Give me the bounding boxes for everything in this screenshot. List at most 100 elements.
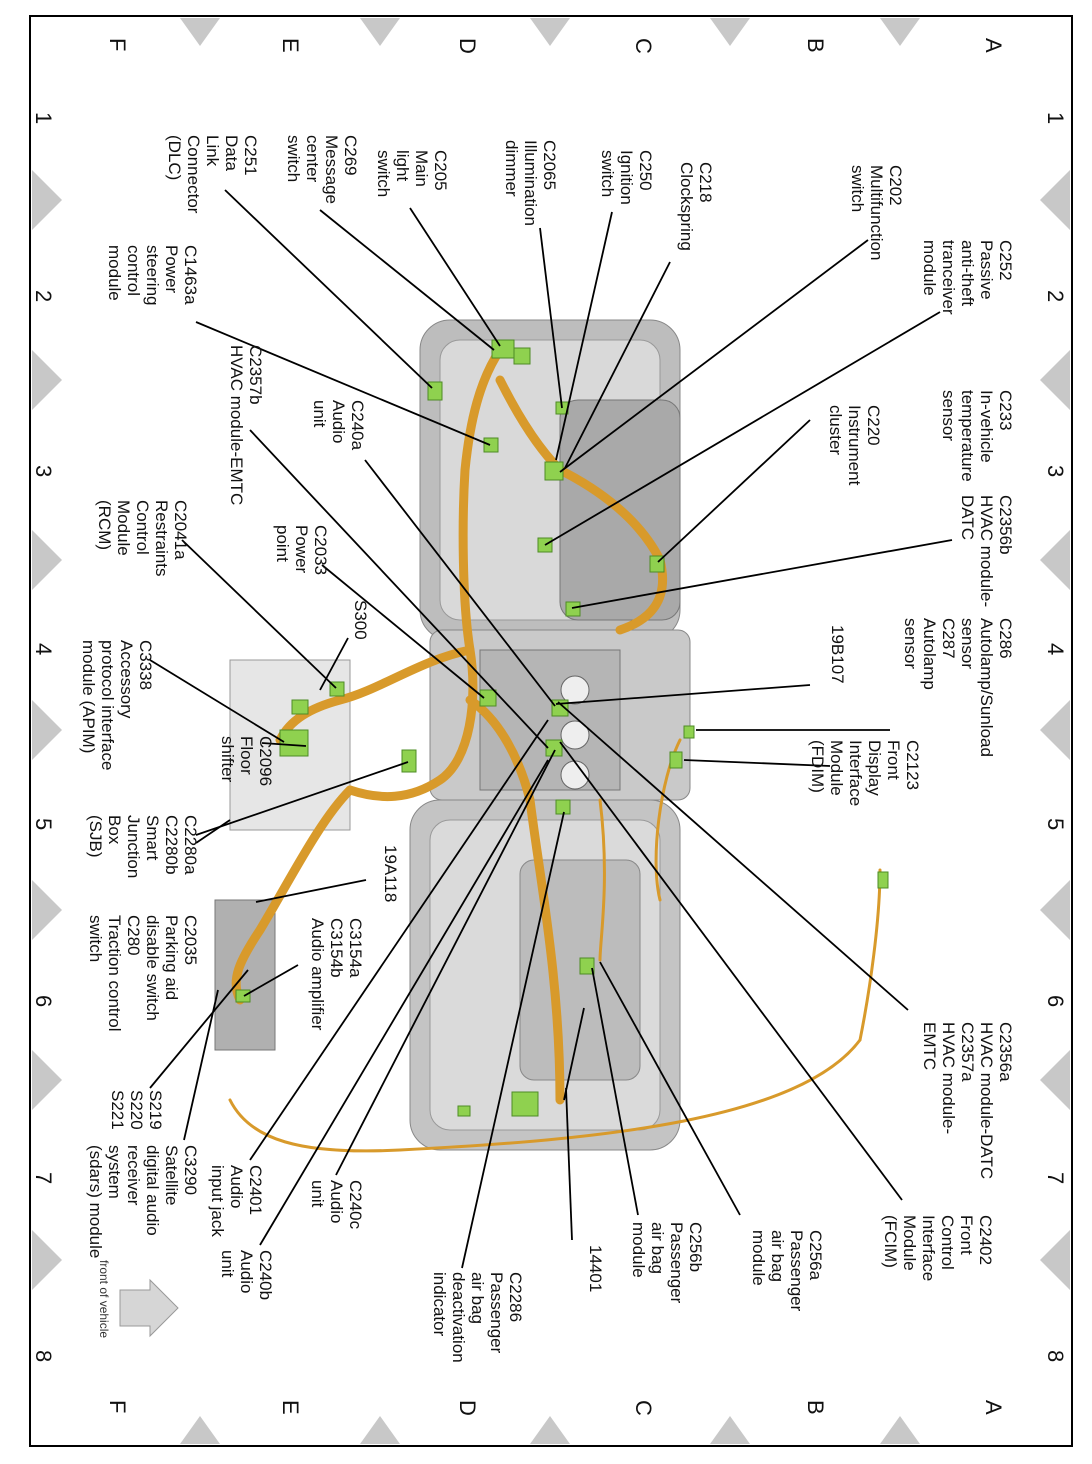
- c2280-line-1: C2280b: [162, 815, 181, 875]
- c2286-line-4: indicator: [430, 1272, 449, 1337]
- callout-c256a: C256a Passenger air bag module: [749, 1230, 825, 1312]
- c2041a-line-3: Module: [114, 500, 133, 556]
- c256a-line-1: Passenger: [787, 1230, 806, 1312]
- c202-line-2: switch: [848, 165, 867, 212]
- c2402-line-5: (FCIM): [881, 1215, 900, 1268]
- c269-line-2: center: [303, 135, 322, 183]
- callout-c2041a: C2041a Restraints Control Module (RCM): [95, 500, 190, 577]
- c240a-line-1: Audio: [329, 400, 348, 443]
- s219-line-0: S219: [146, 1090, 165, 1130]
- c286-line-1: Autolamp/Sunload: [977, 618, 996, 757]
- c250-line-0: C250: [636, 150, 655, 191]
- c251-line-4: (DLC): [165, 135, 184, 180]
- c3290-line-1: Satellite: [162, 1145, 181, 1205]
- c205-line-1: Main: [412, 150, 431, 187]
- callout-19b107: 19B107: [828, 625, 847, 684]
- callout-c233: C233 In-vehicle temperature sensor: [939, 390, 1015, 482]
- c233-line-1: In-vehicle: [977, 390, 996, 463]
- grid-markers: [32, 18, 1070, 1444]
- c252-line-4: module: [920, 240, 939, 296]
- callout-s300: S300: [351, 600, 370, 640]
- c1463a-line-4: module: [105, 245, 124, 301]
- c2280-line-2: Smart: [143, 815, 162, 861]
- c3154-line-0: C3154a: [346, 918, 365, 978]
- c2096-line-0: C2096: [256, 736, 275, 786]
- grid-num-5-right: 5: [1043, 818, 1068, 830]
- callout-c3338: C3338 Accessory protocol interface modul…: [79, 640, 155, 770]
- c2065-line-1: Illumination: [521, 140, 540, 226]
- c250-line-1: Ignition: [617, 150, 636, 205]
- c2123-line-5: (FDIM): [808, 740, 827, 793]
- c251-line-3: Connector: [184, 135, 203, 214]
- grid-num-8-right: 8: [1043, 1350, 1068, 1362]
- grid-letter-d-top: D: [455, 38, 480, 54]
- c256a-line-0: C256a: [806, 1230, 825, 1281]
- grid-letter-a-bottom: A: [981, 1400, 1006, 1415]
- c1463a-line-0: C1463a: [181, 245, 200, 305]
- c2356b-line-1: HVAC module-: [977, 495, 996, 607]
- c2286-line-1: Passenger: [487, 1272, 506, 1354]
- callout-s219: S219 S220 S221: [108, 1090, 165, 1130]
- c2356a-line-0: C2356a: [996, 1022, 1015, 1082]
- grid-num-4-right: 4: [1043, 643, 1068, 655]
- c2123-line-2: Display: [865, 740, 884, 796]
- c2123-line-3: Interface: [846, 740, 865, 806]
- leader-lines: [149, 189, 953, 1269]
- callout-c3290: C3290 Satellite digital audio receiver s…: [86, 1145, 200, 1258]
- callout-c2096: C2096 Floor shifter: [218, 736, 275, 786]
- front-of-vehicle-indicator: front of vehicle: [97, 1260, 179, 1338]
- c240c-line-2: unit: [308, 1180, 327, 1208]
- c1463a-line-3: control: [124, 245, 143, 296]
- grid-num-1-right: 1: [1043, 112, 1068, 124]
- c252-line-0: C252: [996, 240, 1015, 281]
- callout-c2402: C2402 Front Control Interface Module (FC…: [881, 1215, 995, 1281]
- grid-letter-c-top: C: [631, 38, 656, 54]
- grid-letter-d-bottom: D: [455, 1400, 480, 1416]
- grid-num-7-right: 7: [1043, 1172, 1068, 1184]
- c2401-line-2: input jack: [208, 1165, 227, 1237]
- callout-c2401: C2401 Audio input jack: [208, 1165, 265, 1237]
- callout-c2280: C2280a C2280b Smart Junction Box (SJB): [86, 815, 200, 878]
- c233-line-3: sensor: [939, 390, 958, 441]
- callout-c250: C250 Ignition switch: [598, 150, 655, 205]
- grid-letter-f-bottom: F: [105, 1400, 130, 1413]
- c3338-line-1: Accessory: [117, 640, 136, 719]
- c2280-line-4: Box: [105, 815, 124, 845]
- 19a118-line-0: 19A118: [381, 845, 400, 902]
- c3154-line-2: Audio amplifier: [308, 918, 327, 1031]
- c2356b-line-2: DATC: [958, 495, 977, 540]
- c220-line-1: Instrument: [845, 405, 864, 486]
- c2041a-line-1: Restraints: [152, 500, 171, 577]
- c2402-line-2: Control: [938, 1215, 957, 1270]
- c2402-line-3: Interface: [919, 1215, 938, 1281]
- c2035-line-5: switch: [86, 915, 105, 962]
- grid-num-7-left: 7: [31, 1172, 56, 1184]
- grid-letter-a-top: A: [981, 38, 1006, 53]
- c2356a-line-1: HVAC module-DATC: [977, 1022, 996, 1179]
- callout-c240a: C240a Audio unit: [310, 400, 367, 451]
- c202-line-0: C202: [886, 165, 905, 206]
- c205-line-0: C205: [431, 150, 450, 191]
- grid-numbers: 1 2 3 4 5 6 7 8 1 2 3 4 5 6 7 8: [31, 112, 1068, 1362]
- front-arrow-icon: [119, 1278, 179, 1338]
- c218-line-1: Clockspring: [677, 162, 696, 251]
- connectors: [235, 339, 889, 1117]
- c1463a-line-2: steering: [143, 245, 162, 305]
- c2286-line-0: C2286: [506, 1272, 525, 1322]
- c252-line-3: tranceiver: [939, 240, 958, 315]
- c256b-line-1: Passenger: [667, 1222, 686, 1304]
- c240b-line-0: C240b: [256, 1250, 275, 1300]
- c233-line-2: temperature: [958, 390, 977, 482]
- c2096-line-2: shifter: [218, 736, 237, 783]
- c240a-line-0: C240a: [348, 400, 367, 451]
- c269-line-1: Message: [322, 135, 341, 204]
- callout-c2357b: C2357b HVAC module-EMTC: [227, 345, 265, 505]
- c3290-line-2: digital audio: [143, 1145, 162, 1236]
- c2280-line-3: Junction: [124, 815, 143, 878]
- c286-line-0: C286: [996, 618, 1015, 659]
- c269-line-3: switch: [284, 135, 303, 182]
- c2286-line-2: air bag: [468, 1272, 487, 1324]
- c251-line-2: Link: [203, 135, 222, 167]
- 19b107-line-0: 19B107: [828, 625, 847, 684]
